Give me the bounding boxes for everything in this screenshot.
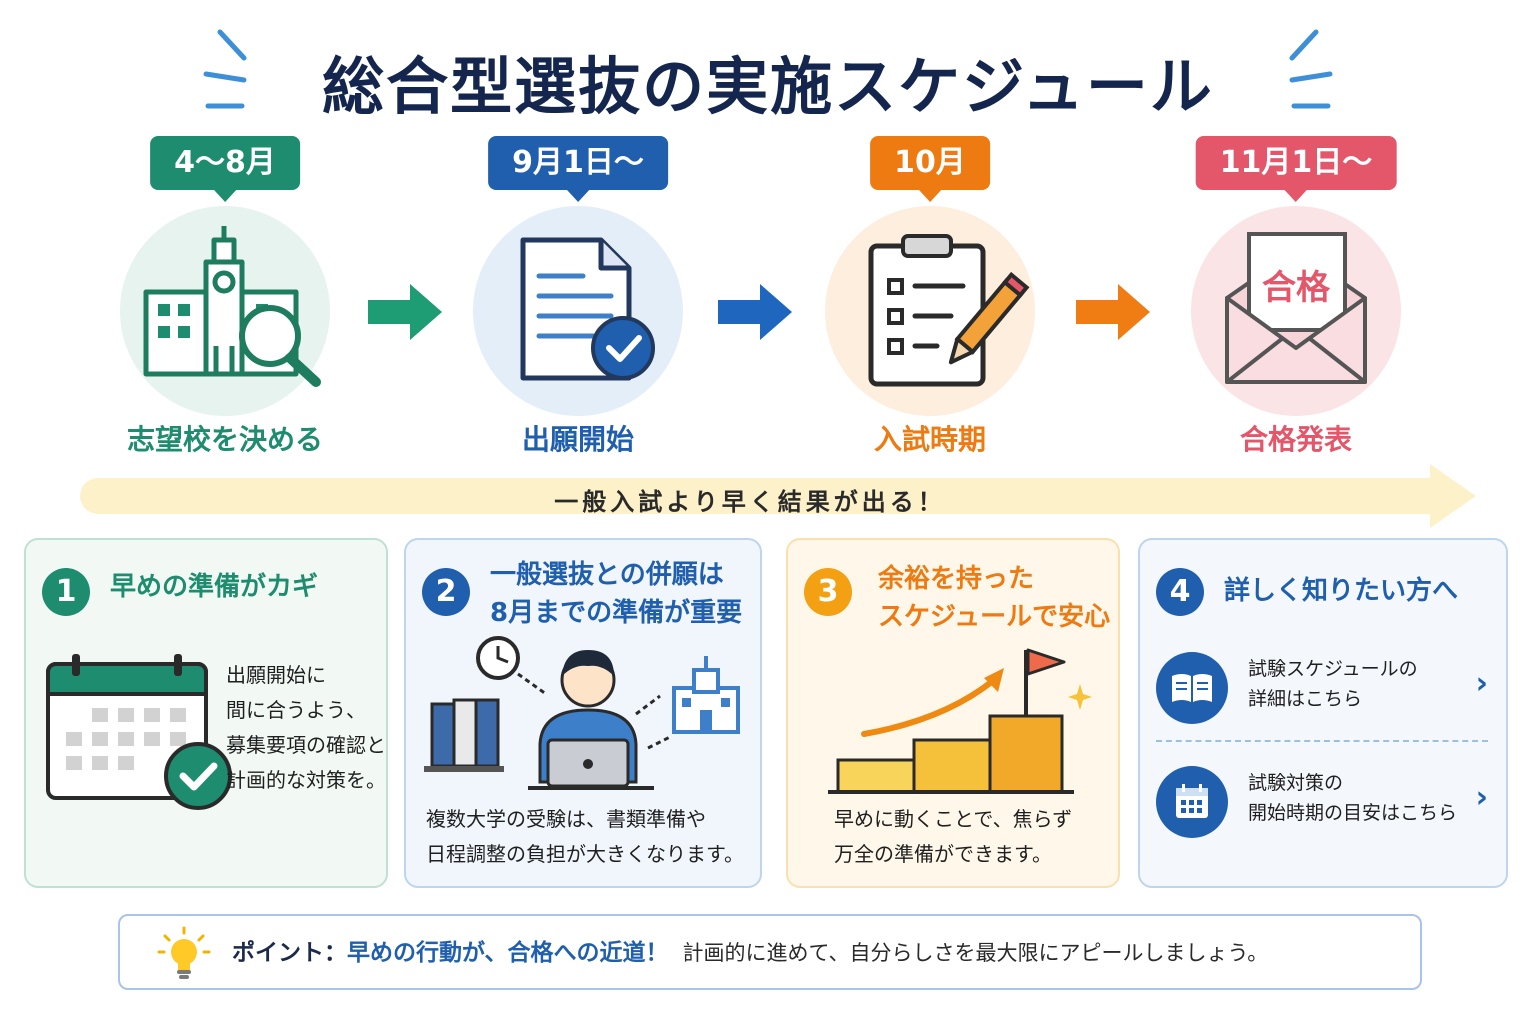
card-number: 4 xyxy=(1156,568,1204,616)
arrow-right-icon xyxy=(1076,284,1150,340)
step-illustration xyxy=(473,206,683,416)
card-title: 余裕を持った スケジュールで安心 xyxy=(878,564,1111,632)
card-body: 複数大学の受験は、書類準備や 日程調整の負担が大きくなります。 xyxy=(426,807,744,866)
envelope-icon xyxy=(1225,232,1367,384)
link-text: 試験スケジュールの 詳細はこちら xyxy=(1248,658,1418,710)
point-detail: 計画的に進めて、自分らしさを最大限にアピールしましょう。 xyxy=(682,941,1269,965)
step-label: 入試時期 xyxy=(873,423,986,456)
card-title: 早めの準備がカギ xyxy=(110,572,319,602)
calendar-check-icon xyxy=(46,654,232,810)
calendar-icon xyxy=(1156,766,1228,838)
card-number: 1 xyxy=(42,568,90,616)
book-icon xyxy=(1156,652,1228,724)
step-date-tag: 10月 xyxy=(870,136,990,202)
card-number: 2 xyxy=(422,568,470,616)
envelope-pass-text: 合格 xyxy=(1262,268,1330,308)
link-text: 試験対策の 開始時期の目安はこちら xyxy=(1248,772,1458,824)
card-title: 詳しく知りたい方へ xyxy=(1224,576,1459,606)
link-exam-prep-timing[interactable]: 試験対策の 開始時期の目安はこちら › xyxy=(1156,762,1488,842)
step-label: 志望校を決める xyxy=(126,423,323,456)
step-illustration xyxy=(825,206,1035,416)
growth-steps-icon xyxy=(828,648,1092,794)
divider xyxy=(1156,740,1488,742)
spark-left-icon xyxy=(203,29,247,109)
school-search-icon xyxy=(143,226,321,387)
point-box: ポイント：早めの行動が、合格への近道！ 計画的に進めて、自分らしさを最大限にアピー… xyxy=(118,914,1422,990)
card-relaxed-schedule: 3 余裕を持った スケジュールで安心 早めに動くことで、焦らず 万全の準備ができ… xyxy=(786,538,1120,888)
card-early-prep: 1 早めの準備がカギ 出願開始に 間に合うよう、 募集要項の確認と 計画的な対策… xyxy=(24,538,388,888)
card-title: 一般選抜との併願は 8月までの準備が重要 xyxy=(490,560,743,628)
banner-text: 一般入試より早く結果が出る！ xyxy=(554,488,946,516)
arrow-right-icon xyxy=(718,284,792,340)
point-key-message: 早めの行動が、合格への近道！ xyxy=(347,940,669,966)
spark-right-icon xyxy=(1289,29,1333,109)
step-date-tag: 11月1日〜 xyxy=(1195,136,1397,202)
card-number: 3 xyxy=(804,568,852,616)
point-text: ポイント：早めの行動が、合格への近道！ 計画的に進めて、自分らしさを最大限にアピー… xyxy=(232,937,1268,969)
step-label: 合格発表 xyxy=(1239,423,1352,456)
chevron-right-icon: › xyxy=(1475,780,1488,815)
card-combined-applications: 2 一般選抜との併願は 8月までの準備が重要 複数大学の受験は、書類準備や 日程… xyxy=(404,538,762,888)
card-body: 早めに動くことで、焦らず 万全の準備ができます。 xyxy=(834,807,1073,866)
step-label: 出願開始 xyxy=(521,423,634,456)
link-exam-schedule[interactable]: 試験スケジュールの 詳細はこちら › xyxy=(1156,648,1488,728)
clipboard-pencil-icon xyxy=(868,234,1030,387)
step-date-tag: 4〜8月 xyxy=(150,136,300,202)
step-illustration: 合格 xyxy=(1191,206,1401,416)
document-check-icon xyxy=(520,237,655,381)
step-illustration xyxy=(120,206,330,416)
card-learn-more: 4 詳しく知りたい方へ 試験スケジュールの 詳細はこちら › 試験対策の xyxy=(1138,538,1508,888)
card-body: 出願開始に 間に合うよう、 募集要項の確認と 計画的な対策を。 xyxy=(226,663,386,792)
lightbulb-icon xyxy=(157,926,211,979)
arrow-right-icon xyxy=(368,284,442,340)
student-study-icon xyxy=(424,636,740,790)
step-date-tag: 9月1日〜 xyxy=(488,136,668,202)
point-label: ポイント： xyxy=(232,940,347,966)
timeline-banner xyxy=(80,464,1476,528)
chevron-right-icon: › xyxy=(1475,666,1488,701)
page-title: 総合型選抜の実施スケジュール xyxy=(322,50,1214,123)
